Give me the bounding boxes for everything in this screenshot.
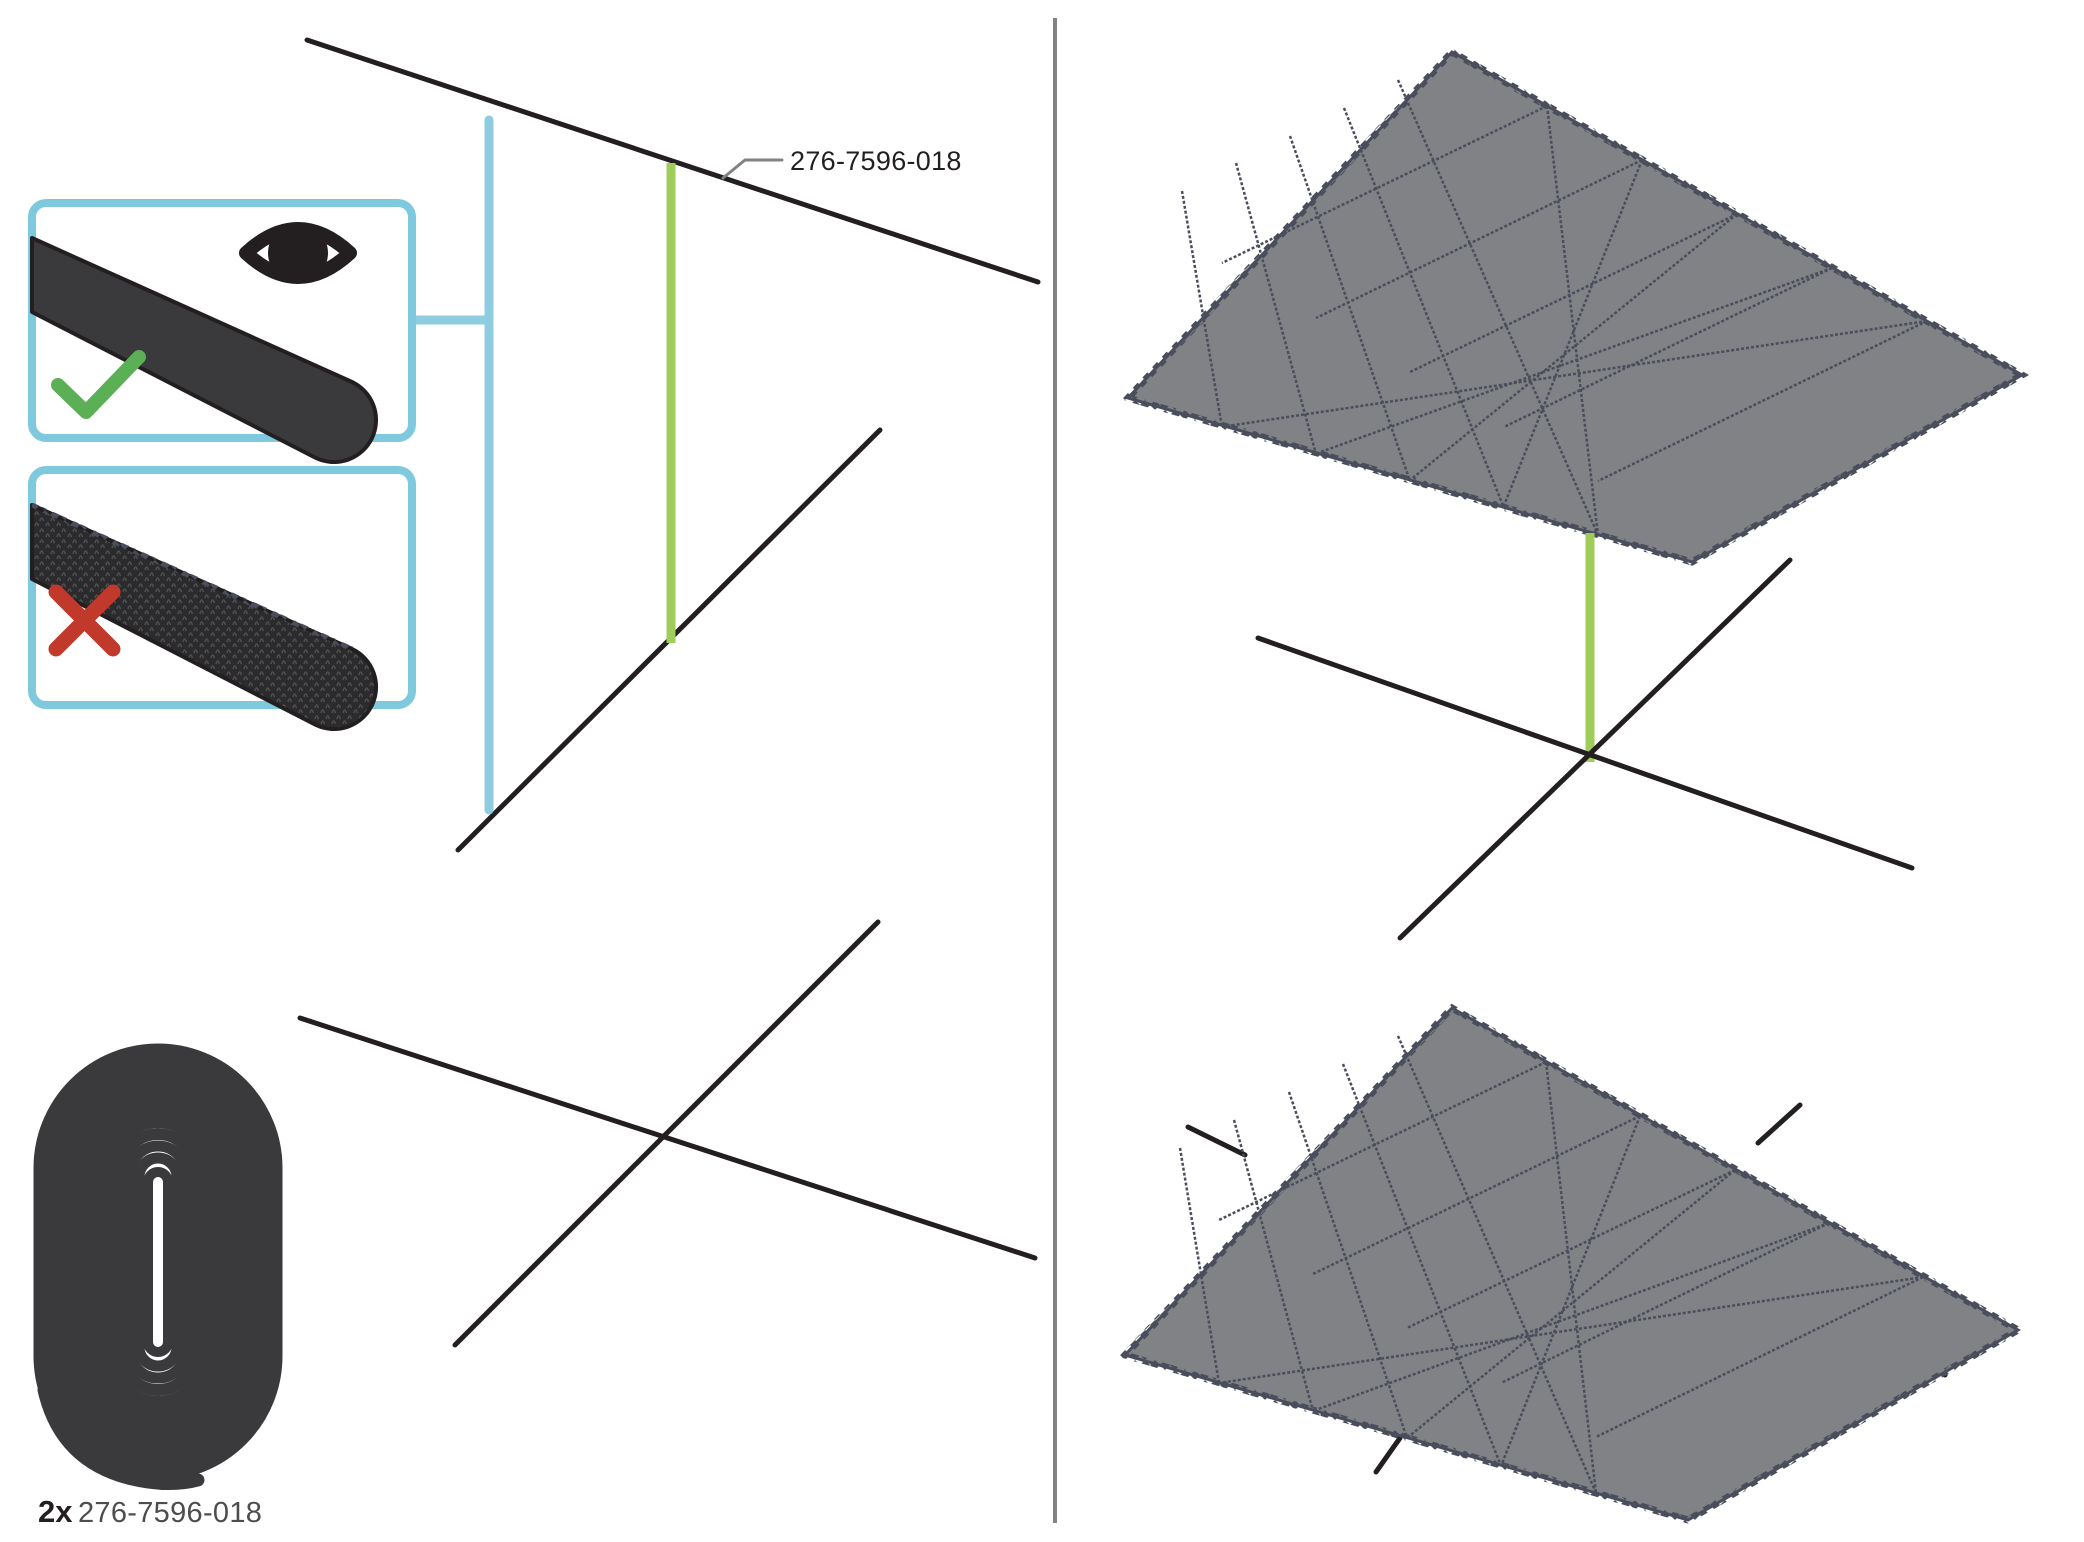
stub-top-right — [1755, 1102, 1803, 1146]
eye-icon — [239, 222, 357, 284]
bar-upper-descending — [304, 37, 1041, 285]
upper-panel-grid-b2 — [1221, 104, 1928, 483]
callout-part-number-label: 276-7596-018 — [790, 146, 962, 176]
lower-grid-panel — [1118, 1003, 2026, 1524]
incorrect-orientation-detail — [28, 466, 416, 731]
parts-list-quantity: 2x — [38, 1494, 73, 1529]
bar-right-ascending — [1397, 557, 1793, 941]
correct-orientation-detail — [28, 199, 416, 464]
bar-lower-ascending — [452, 919, 881, 1348]
bar-right-descending — [1255, 635, 1915, 871]
left-lower-frame-bars — [297, 919, 1038, 1348]
parts-list-part-number: 276-7596-018 — [78, 1497, 262, 1529]
strap-textured-incorrect — [30, 502, 379, 731]
right-middle-frame-bars — [1255, 557, 1915, 941]
bar-lower-descending — [297, 1015, 1038, 1261]
lower-panel-grid-b — [1218, 1061, 1924, 1494]
upper-panel-stitched-edge — [1121, 47, 2030, 566]
upper-panel-grid-b — [1220, 105, 1928, 536]
lower-panel-grid-a — [1178, 1035, 1598, 1494]
cyan-leader-bracket — [407, 115, 494, 815]
upper-panel-grid-a — [1180, 79, 1600, 536]
cross-icon — [48, 584, 121, 657]
callout-part-number: 276-7596-018 — [721, 146, 962, 180]
lower-panel-stitched-edge — [1118, 1003, 2026, 1524]
upper-grid-panel — [1121, 47, 2030, 566]
lower-panel-body — [1122, 1006, 2022, 1522]
parts-list-entry: 2x 276-7596-018 — [38, 1494, 262, 1529]
stub-left — [1185, 1124, 1248, 1158]
coiled-strap-part — [33, 1043, 283, 1491]
callout-leader-line — [721, 158, 784, 180]
lower-panel-grid-b2 — [1218, 1060, 1924, 1439]
coil-tail — [37, 1383, 205, 1491]
check-icon — [51, 350, 146, 419]
strap-smooth-correct — [30, 236, 379, 464]
stub-bottom-left — [1373, 1435, 1403, 1475]
